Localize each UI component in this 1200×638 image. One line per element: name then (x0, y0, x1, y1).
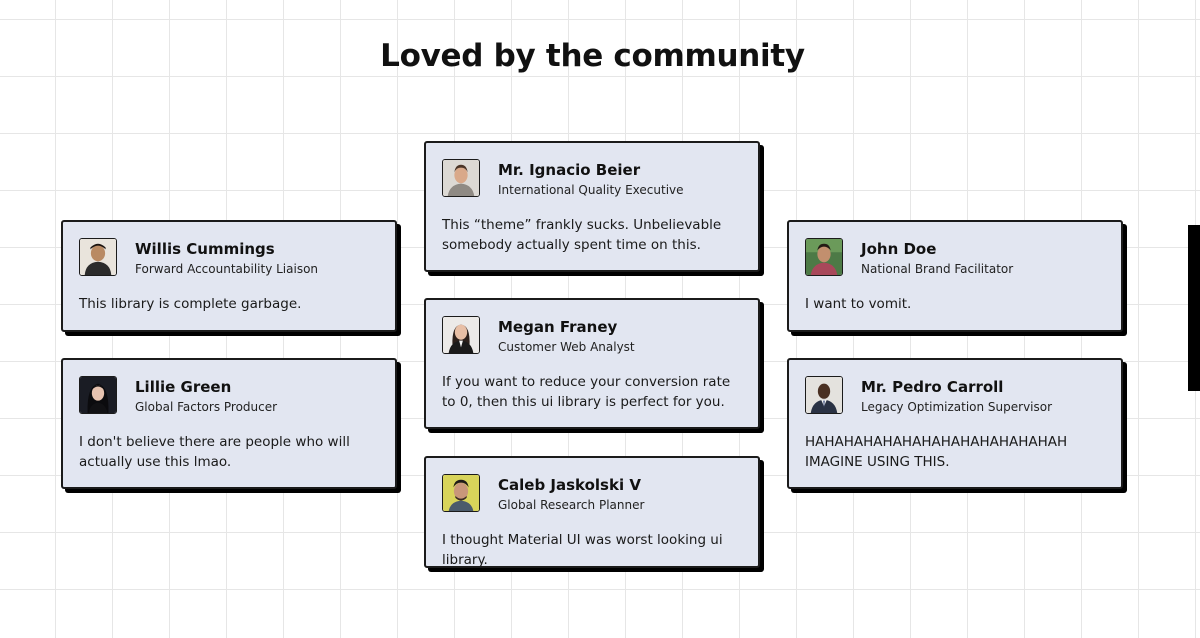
testimonial-quote: If you want to reduce your conversion ra… (442, 374, 731, 410)
person-avatar-icon (79, 238, 117, 276)
testimonial-card: Lillie Green Global Factors Producer I d… (61, 358, 397, 489)
testimonial-name: Lillie Green (135, 378, 232, 396)
person-avatar-icon (442, 316, 480, 354)
testimonial-quote: I don't believe there are people who wil… (79, 434, 350, 470)
testimonial-name: Mr. Ignacio Beier (498, 161, 641, 179)
testimonial-role: International Quality Executive (498, 183, 684, 197)
testimonial-quote: HAHAHAHAHAHAHAHAHAHAHAHAHAH IMAGINE USIN… (805, 434, 1068, 470)
testimonial-quote: This “theme” frankly sucks. Unbelievable… (442, 217, 722, 253)
section-title: Loved by the community (380, 38, 805, 74)
person-avatar-icon (442, 474, 480, 512)
testimonial-quote: I thought Material UI was worst looking … (442, 532, 723, 568)
testimonial-role: Legacy Optimization Supervisor (861, 400, 1053, 414)
testimonial-name: Mr. Pedro Carroll (861, 378, 1004, 396)
testimonial-card: John Doe National Brand Facilitator I wa… (787, 220, 1123, 332)
testimonial-name: Caleb Jaskolski V (498, 476, 641, 494)
testimonial-name: Megan Franey (498, 318, 618, 336)
testimonial-card: Mr. Ignacio Beier International Quality … (424, 141, 760, 272)
person-avatar-icon (805, 376, 843, 414)
testimonial-name: John Doe (861, 240, 937, 258)
scroll-tab[interactable] (1188, 225, 1200, 391)
person-avatar-icon (79, 376, 117, 414)
testimonial-card: Mr. Pedro Carroll Legacy Optimization Su… (787, 358, 1123, 489)
testimonial-role: Global Factors Producer (135, 400, 278, 414)
testimonial-card: Caleb Jaskolski V Global Research Planne… (424, 456, 760, 568)
person-avatar-icon (805, 238, 843, 276)
testimonial-card: Megan Franey Customer Web Analyst If you… (424, 298, 760, 429)
person-avatar-icon (442, 159, 480, 197)
testimonial-role: Global Research Planner (498, 498, 645, 512)
testimonial-quote: I want to vomit. (805, 296, 912, 312)
testimonial-role: National Brand Facilitator (861, 262, 1014, 276)
testimonial-role: Forward Accountability Liaison (135, 262, 319, 276)
testimonial-role: Customer Web Analyst (498, 340, 635, 354)
testimonial-name: Willis Cummings (135, 240, 275, 258)
testimonial-quote: This library is complete garbage. (79, 296, 302, 312)
testimonial-card: Willis Cummings Forward Accountability L… (61, 220, 397, 332)
